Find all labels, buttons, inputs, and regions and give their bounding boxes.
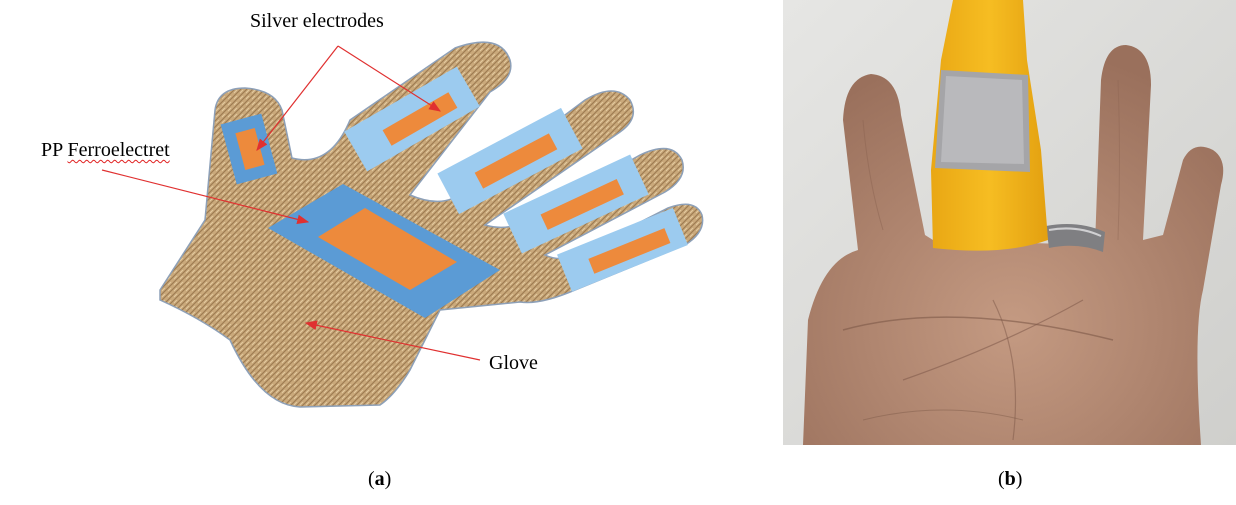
subfigure-label-a: (a) — [368, 468, 391, 491]
silver-electrode-patch — [935, 70, 1030, 172]
panel-a-glove-diagram: Silver electrodes PP Ferroelectret Glove… — [0, 0, 760, 500]
subfigure-label-b: (b) — [998, 468, 1022, 491]
label-glove: Glove — [489, 352, 538, 375]
panel-b-photo: (b) — [783, 0, 1236, 500]
sub-label-b-letter: b — [1005, 468, 1016, 490]
sub-label-b-open: ( — [998, 468, 1005, 490]
label-ferroelectret-word: Ferroelectret — [68, 139, 170, 161]
hand-photo-svg — [783, 0, 1236, 500]
glove-diagram-svg — [0, 0, 760, 500]
sub-label-b-close: ) — [1016, 468, 1023, 490]
label-silver-electrodes: Silver electrodes — [250, 10, 384, 33]
sub-label-a-letter: a — [375, 468, 385, 490]
label-pp-ferroelectret: PP Ferroelectret — [41, 139, 170, 162]
sub-label-a-close: ) — [385, 468, 392, 490]
label-pp-prefix: PP — [41, 139, 68, 161]
sub-label-a-open: ( — [368, 468, 375, 490]
